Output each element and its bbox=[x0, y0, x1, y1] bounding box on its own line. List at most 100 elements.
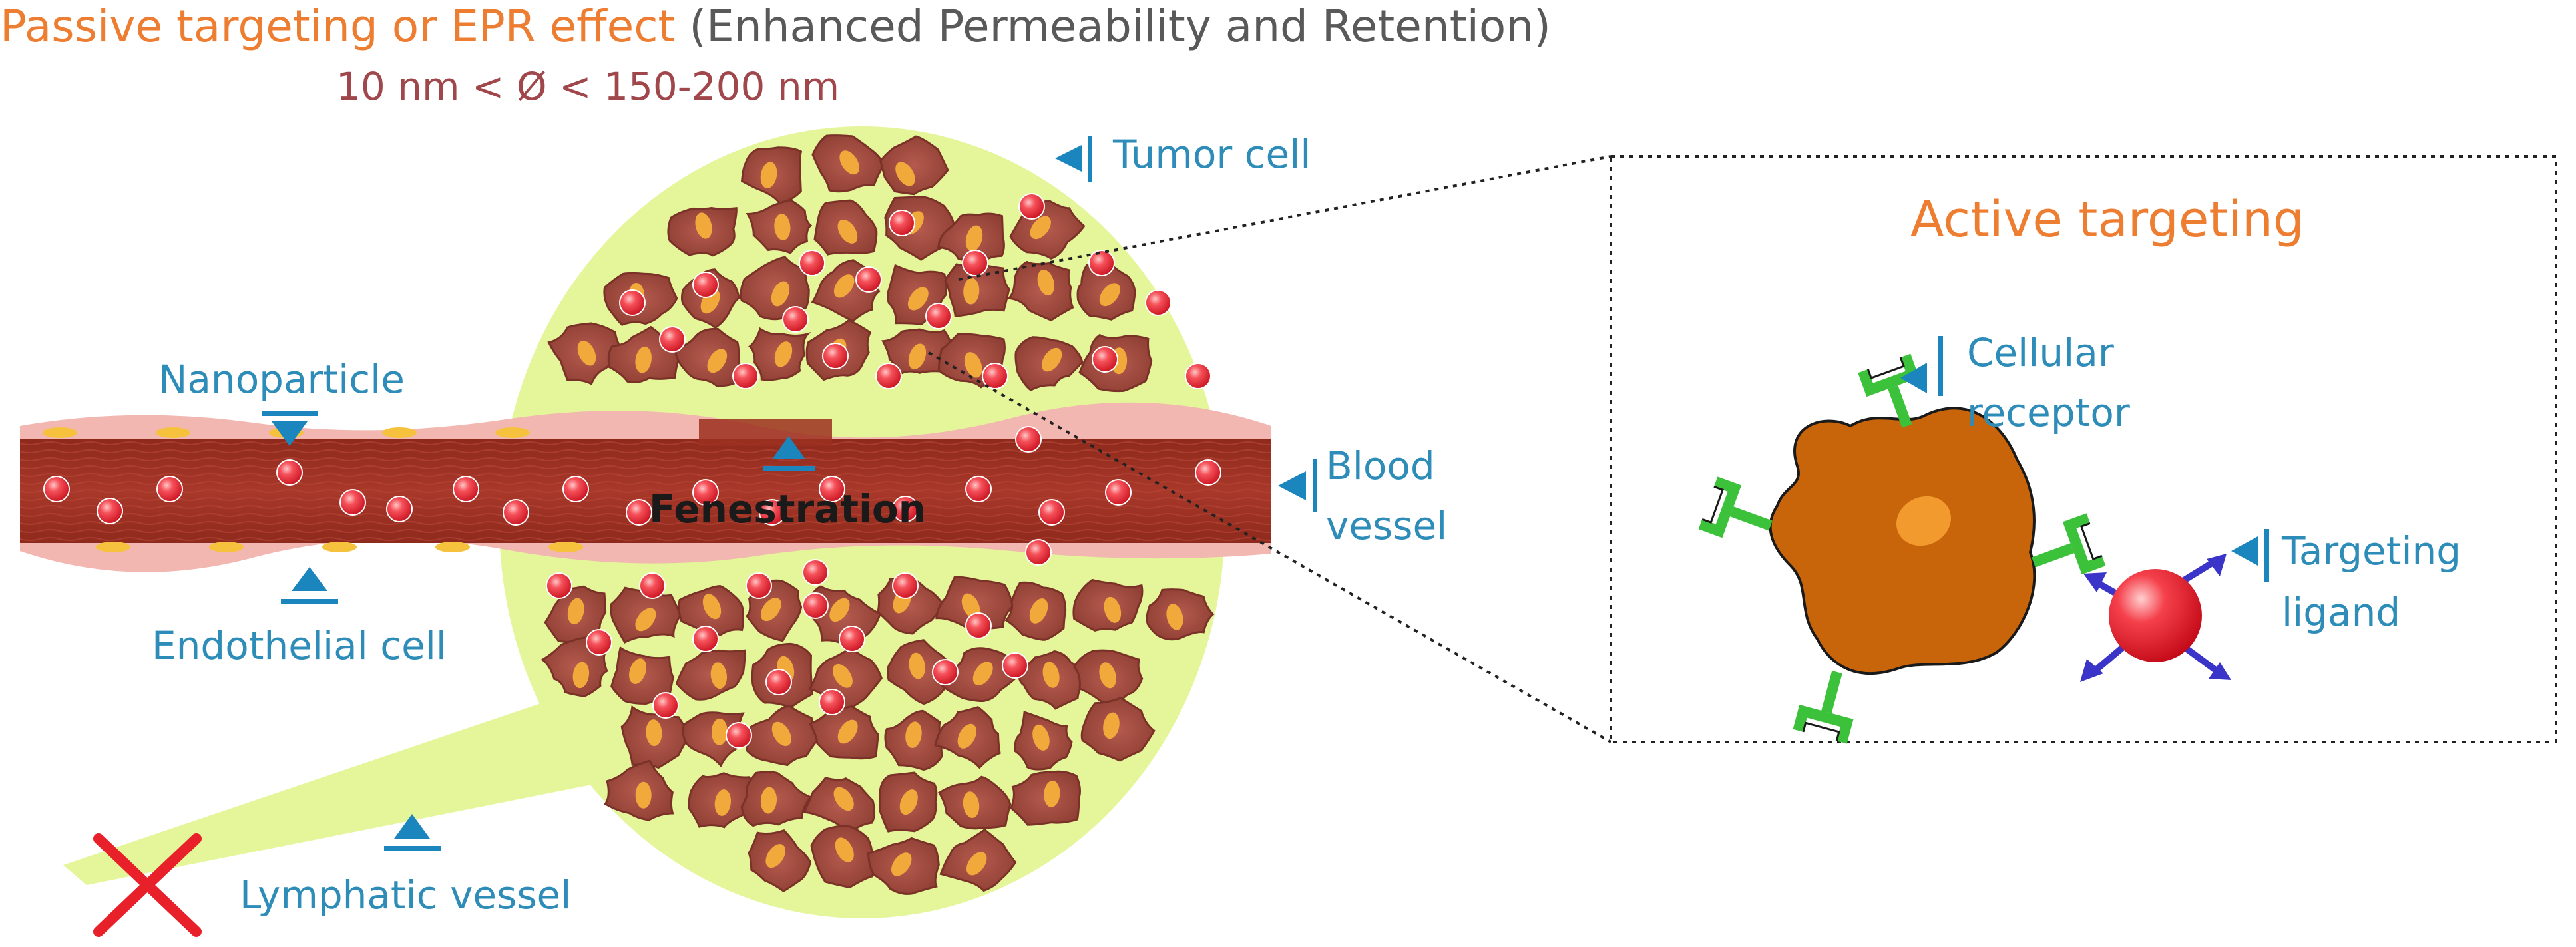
endothelial-nucleus bbox=[495, 427, 530, 438]
tumor-cell-nucleus bbox=[965, 225, 983, 252]
nanoparticle bbox=[1092, 346, 1118, 373]
blood-vessel-callout: Blood vessel bbox=[1278, 443, 1447, 548]
ligand-arrowheads bbox=[2080, 554, 2231, 682]
nanoparticle bbox=[692, 626, 719, 652]
nanoparticle bbox=[802, 559, 829, 586]
nanoparticle bbox=[692, 479, 719, 506]
vessel-texture bbox=[20, 439, 1271, 543]
tumor-cell-nucleus bbox=[774, 214, 791, 240]
tumor-cell bbox=[674, 327, 742, 387]
nanoparticle bbox=[925, 303, 952, 329]
tumor-cell-nucleus bbox=[837, 219, 858, 244]
tumor-cell-nucleus bbox=[964, 352, 982, 378]
marker-bar bbox=[2264, 529, 2269, 582]
tumor-cell-nucleus bbox=[629, 658, 647, 685]
target-cell-body bbox=[1769, 407, 2036, 675]
nanoparticle bbox=[652, 692, 679, 719]
tumor-cell-nucleus bbox=[963, 278, 980, 305]
endothelial-nucleus bbox=[322, 542, 357, 552]
tumor-cell-nucleus bbox=[837, 719, 858, 744]
nanoparticle-label: Nanoparticle bbox=[158, 357, 405, 402]
blood-vessel bbox=[20, 402, 1271, 572]
triangle-pointer-icon bbox=[1278, 471, 1306, 500]
endothelial-nucleus bbox=[156, 427, 190, 438]
size-range-label: 10 nm < Ø < 150-200 nm bbox=[336, 64, 839, 109]
tumor-cell-nucleus bbox=[1103, 712, 1120, 739]
nanoparticle bbox=[1105, 479, 1132, 506]
tumor-cell-nucleus bbox=[963, 791, 980, 818]
tumor-cell-nucleus bbox=[907, 287, 929, 311]
nanoparticle bbox=[97, 498, 123, 524]
endothelial-nucleus bbox=[209, 542, 244, 552]
nanoparticle bbox=[692, 272, 719, 298]
nanoparticle bbox=[726, 722, 752, 749]
triangle-pointer-icon bbox=[772, 436, 805, 459]
nanoparticle bbox=[892, 496, 919, 522]
tumor-cell bbox=[1006, 260, 1074, 321]
nanoparticle bbox=[386, 496, 413, 522]
nanoparticle bbox=[746, 572, 772, 599]
tumor-cell-nucleus bbox=[905, 721, 922, 749]
nanoparticle bbox=[43, 476, 70, 502]
triangle-pointer-icon bbox=[2231, 536, 2258, 566]
nanoparticle bbox=[156, 476, 183, 502]
tumor-cell-nucleus bbox=[577, 340, 596, 366]
fenestration-callout bbox=[763, 436, 815, 471]
tumor-cell-nucleus bbox=[695, 212, 712, 239]
nanoparticle-callout: Nanoparticle bbox=[158, 357, 405, 446]
nanoparticle bbox=[1145, 289, 1172, 316]
tumor-cell-nucleus bbox=[765, 844, 786, 868]
tumor-cell-nucleus bbox=[966, 852, 987, 876]
tumor-cell-nucleus bbox=[760, 162, 777, 189]
tumor-cell-nucleus bbox=[961, 593, 980, 619]
tumor-cell-nucleus bbox=[839, 150, 859, 175]
nanoparticle bbox=[1018, 193, 1045, 220]
tumor-cell-nucleus bbox=[1104, 596, 1122, 623]
endothelial-nucleus bbox=[435, 542, 470, 552]
cellular-receptor bbox=[1858, 353, 1920, 428]
nanoparticle bbox=[819, 476, 845, 502]
cellular-receptor-label-line1: Cellular bbox=[1967, 330, 2114, 375]
red-x-icon bbox=[93, 833, 202, 937]
tumor-cell-nucleus bbox=[635, 781, 652, 809]
nanoparticle bbox=[1185, 363, 1211, 389]
tumor-cell-nucleus bbox=[1099, 662, 1116, 689]
tumor-cell-nucleus bbox=[702, 594, 722, 620]
active-targeting-box bbox=[1610, 155, 2557, 743]
tumor-cell-nucleus bbox=[832, 663, 853, 688]
nanoparticle bbox=[1195, 459, 1221, 486]
nanoparticle bbox=[875, 363, 902, 389]
tumor-cell-nucleus bbox=[760, 787, 777, 814]
tumor-cell-nucleus bbox=[771, 281, 790, 307]
lymphatic-vessel-label: Lymphatic vessel bbox=[240, 872, 571, 918]
nanoparticle bbox=[965, 476, 992, 502]
nanoparticle bbox=[892, 572, 919, 599]
tumor-cell-nucleus bbox=[760, 598, 781, 622]
tumor-cell-nucleus bbox=[1099, 283, 1120, 307]
nanoparticle bbox=[819, 689, 845, 715]
tumor-cell-nucleus bbox=[1037, 269, 1054, 296]
enhanced-permeability-subtitle: (Enhanced Permeability and Retention) bbox=[675, 1, 1550, 52]
nanoparticle bbox=[802, 592, 829, 619]
active-targeting-panel: Active targeting Ce bbox=[1610, 155, 2557, 744]
passive-targeting-title: Passive targeting or EPR effect bbox=[0, 1, 675, 52]
tumor-cell-nucleus bbox=[714, 789, 732, 816]
triangle-pointer-icon bbox=[292, 567, 327, 591]
nanoparticle bbox=[626, 499, 652, 526]
nanoparticle bbox=[1025, 539, 1052, 566]
nanoparticle bbox=[1002, 652, 1028, 679]
tumor-cell-nucleus bbox=[972, 662, 993, 685]
tumor-cell-nucleus bbox=[833, 274, 855, 298]
marker-bar bbox=[262, 411, 318, 416]
nanoparticle bbox=[339, 489, 366, 516]
tumor-cell-nucleus bbox=[707, 349, 728, 373]
nanoparticle bbox=[639, 572, 666, 599]
tumor-cell-nucleus bbox=[899, 789, 918, 815]
cellular-receptor-label-line2: receptor bbox=[1967, 390, 2130, 435]
nanoparticle bbox=[546, 572, 572, 599]
marker-bar bbox=[1938, 336, 1943, 396]
triangle-pointer-icon bbox=[1900, 363, 1927, 393]
nanoparticle bbox=[1088, 250, 1115, 276]
